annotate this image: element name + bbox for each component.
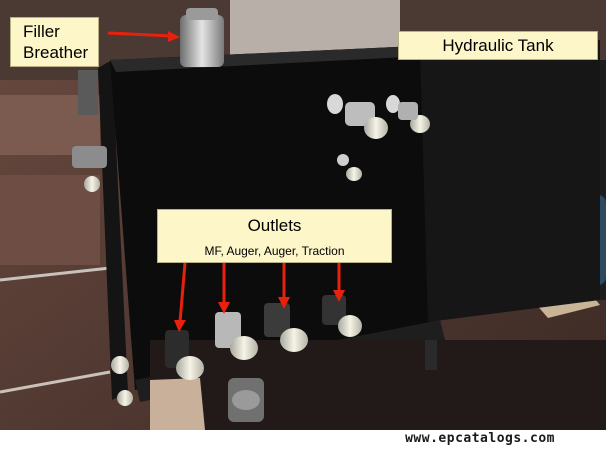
outlet-cap-auger-1 bbox=[230, 336, 258, 360]
outlet-arrow-head bbox=[333, 290, 345, 302]
tank-side-panel bbox=[98, 60, 128, 400]
upper-fitting bbox=[327, 94, 343, 114]
footer-bar: www.epcatalogs.com bbox=[0, 430, 606, 453]
tank-stand bbox=[150, 340, 606, 430]
side-bracket bbox=[78, 70, 98, 115]
outlet-fitting-auger-1 bbox=[215, 312, 241, 348]
filler-breather-label: Filler Breather bbox=[10, 17, 99, 67]
outlet-cap-traction bbox=[338, 315, 362, 337]
outlet-arrow-head bbox=[218, 302, 230, 314]
mid-fitting-cap bbox=[346, 167, 362, 181]
photo-scene bbox=[0, 0, 606, 430]
drain-fitting-cap bbox=[232, 390, 260, 410]
side-fitting bbox=[111, 356, 129, 374]
upper-fitting bbox=[398, 102, 418, 120]
upper-fitting bbox=[386, 95, 400, 113]
outlet-fitting-auger-2 bbox=[264, 303, 290, 337]
filler-arrow bbox=[107, 31, 173, 38]
outlets-title: Outlets bbox=[247, 216, 302, 235]
outlets-label: Outlets MF, Auger, Auger, Traction bbox=[157, 209, 392, 263]
outlets-list: MF, Auger, Auger, Traction bbox=[204, 244, 345, 258]
filler-arrow-head bbox=[168, 31, 180, 42]
wood-block bbox=[150, 378, 205, 430]
outlet-cap-auger-2 bbox=[280, 328, 308, 352]
side-fitting bbox=[117, 390, 133, 406]
hydraulic-tank-photo: Filler Breather Hydraulic Tank Outlets M… bbox=[0, 0, 606, 430]
outlet-fitting-traction bbox=[322, 295, 346, 325]
side-fitting bbox=[72, 146, 107, 168]
outlet-arrow-head bbox=[174, 320, 186, 332]
floor-line bbox=[0, 266, 111, 282]
filler-breather-cap bbox=[180, 15, 224, 67]
side-fitting bbox=[84, 176, 100, 192]
hydraulic-tank-label: Hydraulic Tank bbox=[398, 31, 598, 60]
filler-breather-top bbox=[186, 8, 218, 20]
stand-bracket bbox=[425, 340, 437, 370]
mid-fitting bbox=[337, 154, 349, 166]
outlet-cap-mf bbox=[176, 356, 204, 380]
upper-fitting bbox=[345, 102, 375, 126]
filler-label-line2: Breather bbox=[23, 43, 89, 62]
filler-label-line1: Filler bbox=[23, 22, 60, 41]
floor-line bbox=[0, 370, 111, 394]
tank-right-face bbox=[420, 40, 600, 322]
upper-fitting-cap bbox=[364, 117, 388, 139]
outlet-arrow-mf bbox=[178, 262, 187, 323]
outlet-arrow-head bbox=[278, 297, 290, 309]
watermark-text: www.epcatalogs.com bbox=[405, 431, 555, 446]
floor-tile bbox=[0, 175, 100, 265]
